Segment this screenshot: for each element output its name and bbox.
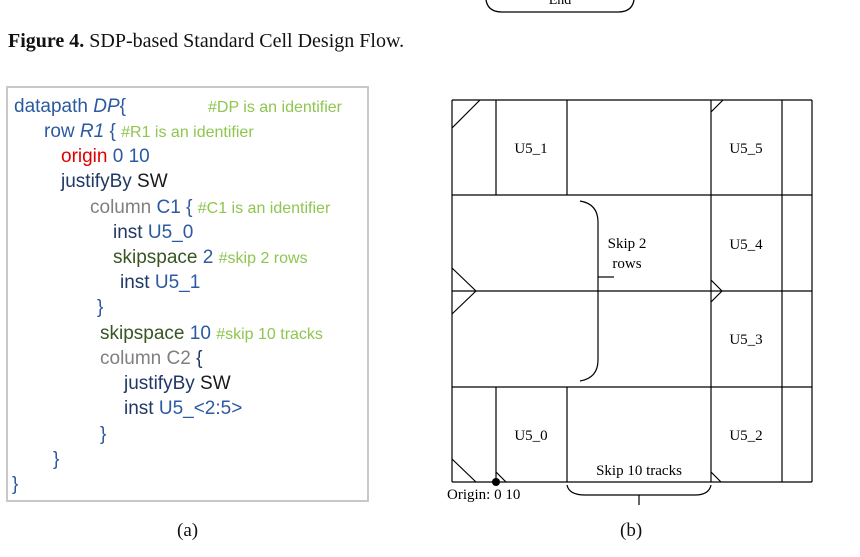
skip-rows-label-2: rows bbox=[612, 256, 641, 272]
placement-diagram: U5_1 U5_5 U5_4 U5_3 U5_0 U5_2 Skip 2 row… bbox=[447, 99, 813, 505]
skip-rows-brace bbox=[579, 200, 599, 382]
skip-tracks-label: Skip 10 tracks bbox=[596, 463, 682, 479]
brace: { bbox=[196, 348, 203, 369]
orientation-mark bbox=[710, 471, 722, 483]
value: SW bbox=[200, 373, 231, 394]
code-line-13: inst U5_<2:5> bbox=[124, 398, 242, 420]
cell-u5-5-label: U5_5 bbox=[729, 141, 762, 157]
keyword: column bbox=[90, 197, 152, 218]
identifier: C2 bbox=[166, 348, 191, 369]
figure-number: Figure 4. bbox=[8, 30, 85, 52]
cell-u5-4-label: U5_4 bbox=[729, 237, 763, 253]
orientation-mark bbox=[451, 290, 477, 315]
figure-caption: Figure 4. SDP-based Standard Cell Design… bbox=[8, 30, 404, 53]
identifier: R1 bbox=[79, 121, 105, 142]
code-comment-1: #DP is an identifier bbox=[208, 99, 342, 116]
value: 0 10 bbox=[112, 146, 150, 167]
code-line-4: justifyBy SW bbox=[61, 171, 168, 193]
value: SW bbox=[137, 171, 168, 192]
code-line-1: datapath DP{ bbox=[14, 96, 126, 118]
orientation-mark bbox=[495, 471, 507, 483]
keyword: inst bbox=[120, 272, 150, 293]
brace: { bbox=[109, 121, 116, 142]
code-line-16: } bbox=[12, 474, 19, 495]
code-line-6: inst U5_0 bbox=[113, 222, 193, 244]
keyword: justifyBy bbox=[124, 373, 195, 394]
keyword: inst bbox=[124, 398, 154, 419]
identifier: DP bbox=[93, 96, 120, 117]
keyword: row bbox=[44, 121, 75, 142]
skip-tracks-brace bbox=[566, 484, 712, 496]
figure-caption-text: SDP-based Standard Cell Design Flow. bbox=[89, 30, 405, 52]
code-line-12: justifyBy SW bbox=[124, 373, 231, 395]
code-line-9: } bbox=[97, 297, 104, 318]
cell-u5-0-label: U5_0 bbox=[514, 428, 547, 444]
code-line-11: column C2 { bbox=[100, 348, 202, 370]
code-listing: datapath DP{ #DP is an identifier row R1… bbox=[6, 86, 369, 502]
keyword: skipspace bbox=[100, 323, 185, 344]
identifier: C1 bbox=[156, 197, 181, 218]
orientation-mark bbox=[451, 267, 477, 292]
origin-label: Origin: 0 10 bbox=[447, 487, 520, 503]
brace: { bbox=[119, 96, 127, 117]
origin-dot bbox=[492, 478, 500, 486]
value: 2 bbox=[202, 247, 214, 268]
comment: #C1 is an identifier bbox=[197, 200, 331, 217]
value: 10 bbox=[189, 323, 211, 344]
comment: #R1 is an identifier bbox=[121, 124, 254, 141]
end-label: End bbox=[549, 0, 572, 8]
brace: { bbox=[186, 197, 193, 218]
value: U5_1 bbox=[154, 272, 201, 293]
keyword: justifyBy bbox=[61, 171, 132, 192]
keyword: column bbox=[100, 348, 162, 369]
orientation-mark bbox=[710, 290, 723, 303]
comment: #skip 10 tracks bbox=[216, 326, 323, 343]
code-line-14: } bbox=[100, 424, 107, 445]
value: U5_0 bbox=[147, 222, 194, 243]
code-line-15: } bbox=[53, 449, 60, 470]
orientation-mark bbox=[451, 99, 481, 129]
code-line-7: skipspace 2 #skip 2 rows bbox=[113, 247, 308, 269]
subfigure-label-b: (b) bbox=[620, 520, 643, 541]
code-line-5: column C1 { #C1 is an identifier bbox=[90, 197, 330, 219]
cell-u5-2-label: U5_2 bbox=[729, 428, 762, 444]
flowchart-end-shape: End bbox=[485, 0, 635, 13]
keyword: skipspace bbox=[113, 247, 198, 268]
keyword: inst bbox=[113, 222, 143, 243]
skip-rows-label-1: Skip 2 bbox=[608, 236, 647, 252]
cell-u5-3-label: U5_3 bbox=[729, 332, 762, 348]
keyword: datapath bbox=[14, 96, 88, 117]
code-line-3: origin 0 10 bbox=[61, 146, 150, 168]
value: U5_<2:5> bbox=[158, 398, 243, 419]
keyword: origin bbox=[61, 146, 108, 167]
cell-u5-1-label: U5_1 bbox=[514, 141, 547, 157]
orientation-mark bbox=[451, 458, 477, 483]
code-line-8: inst U5_1 bbox=[120, 272, 200, 294]
code-line-10: skipspace 10 #skip 10 tracks bbox=[100, 323, 323, 345]
subfigure-label-a: (a) bbox=[177, 520, 199, 541]
code-line-2: row R1 { #R1 is an identifier bbox=[44, 121, 254, 143]
comment: #skip 2 rows bbox=[218, 250, 308, 267]
orientation-mark bbox=[710, 99, 724, 113]
orientation-mark bbox=[710, 279, 723, 292]
